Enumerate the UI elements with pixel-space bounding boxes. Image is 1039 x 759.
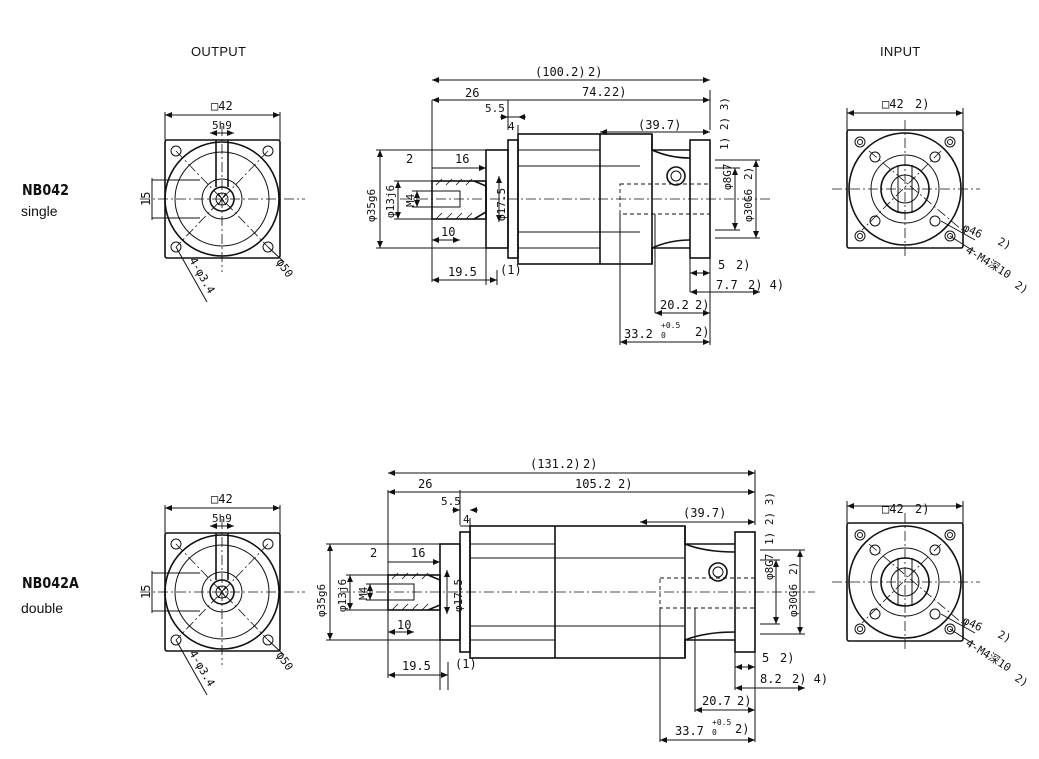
adapter-1: (39.7) <box>638 118 681 132</box>
d332-2: 33.7 <box>675 724 704 738</box>
flange-note-2: (1) <box>455 657 477 671</box>
input-face-view-1 <box>832 108 980 258</box>
shaft-tip-2: 2 <box>370 546 377 560</box>
shaft-d-2: φ13j6 <box>336 579 349 612</box>
in-holes-note-1: 2) <box>1012 279 1030 297</box>
side-view-1 <box>376 77 770 345</box>
in-square-label-2: □42 <box>882 502 904 516</box>
step1-2: 5.5 <box>441 495 461 508</box>
out-pilot-label-2: 15 <box>139 585 153 599</box>
model-name-2: NB042A <box>22 574 79 592</box>
adapter-2: (39.7) <box>683 506 726 520</box>
output-header: OUTPUT <box>191 44 247 59</box>
flange-note-1: (1) <box>500 263 522 277</box>
input-header: INPUT <box>880 44 921 59</box>
tol-up-1: +0.5 <box>661 321 680 330</box>
flange-end-1: 26 <box>465 86 479 100</box>
boss-d-2: φ17.5 <box>452 579 465 612</box>
out-holes-label-1: 4-φ3.4 <box>186 255 217 296</box>
d5-note-1: 2) <box>736 258 750 272</box>
input-pilot-note-2: 2) <box>787 562 800 575</box>
in-pcd-note-2: 2) <box>996 628 1014 645</box>
d202-note-1: 2) <box>695 298 709 312</box>
input-pilot-1: φ30G6 <box>742 189 755 222</box>
out-pcd-label-1: φ50 <box>274 256 296 280</box>
input-pilot-note-1: 2) <box>742 167 755 180</box>
overall-note-2: 2) <box>583 457 597 471</box>
overall-length-2: (131.2) <box>530 457 581 471</box>
d5-2: 5 <box>762 651 769 665</box>
out-pilot-label-1: 15 <box>139 192 153 206</box>
in-pcd-label-2: φ46 <box>961 614 985 634</box>
output-face-view-1 <box>140 112 305 302</box>
step2-1: 4 <box>508 120 515 133</box>
screw-1: M4 <box>404 193 417 207</box>
d5-note-2: 2) <box>780 651 794 665</box>
shaft-d-1: φ13j6 <box>384 185 397 218</box>
d77-2: 8.2 <box>760 672 782 686</box>
boss-d-1: φ17.5 <box>495 188 508 221</box>
in-pcd-note-1: 2) <box>996 235 1014 252</box>
d202-note-2: 2) <box>737 694 751 708</box>
in-square-label-1: □42 <box>882 97 904 111</box>
in-square-note-1: 2) <box>915 97 929 111</box>
out-key-label-2: 5h9 <box>212 512 232 525</box>
input-bore-1: φ8G7 <box>721 164 734 191</box>
d77-1: 7.7 <box>716 278 738 292</box>
d202-1: 20.2 <box>660 298 689 312</box>
body-length-2: 105.2 <box>575 477 611 491</box>
model-variant-1: single <box>21 203 58 219</box>
tol-lo-1: 0 <box>661 331 666 340</box>
step2-2: 4 <box>463 513 470 526</box>
flange-pos-2: 19.5 <box>402 659 431 673</box>
out-square-label-2: □42 <box>211 492 233 506</box>
body-length-1: 74.2 <box>582 85 611 99</box>
tol-up-2: +0.5 <box>712 718 731 727</box>
model-name-1: NB042 <box>22 181 70 199</box>
d5-1: 5 <box>718 258 725 272</box>
step1-1: 5.5 <box>485 102 505 115</box>
thread-depth-2: 10 <box>397 618 411 632</box>
input-pilot-2: φ30G6 <box>787 584 800 617</box>
overall-note-1: 2) <box>588 65 602 79</box>
pilot-d-1: φ35g6 <box>365 189 378 222</box>
out-holes-label-2: 4-φ3.4 <box>186 648 217 689</box>
d332-1: 33.2 <box>624 327 653 341</box>
screw-2: M4 <box>357 586 370 600</box>
notes-right-1: 1) 2) 3) <box>718 97 731 150</box>
side-view-2 <box>326 470 815 743</box>
input-bore-2: φ8G7 <box>763 554 776 581</box>
in-pcd-label-1: φ46 <box>961 221 985 241</box>
model-variant-2: double <box>21 600 64 616</box>
body-note-1: 2) <box>612 85 626 99</box>
body-note-2: 2) <box>618 477 632 491</box>
shaft-len-1: 16 <box>455 152 469 166</box>
d77-note-2: 2) 4) <box>792 672 828 686</box>
thread-depth-1: 10 <box>441 225 455 239</box>
shaft-len-2: 16 <box>411 546 425 560</box>
flange-pos-1: 19.5 <box>448 265 477 279</box>
notes-right-2: 1) 2) 3) <box>763 492 776 545</box>
out-square-label-1: □42 <box>211 99 233 113</box>
shaft-tip-1: 2 <box>406 152 413 166</box>
pilot-d-2: φ35g6 <box>315 584 328 617</box>
tol-lo-2: 0 <box>712 728 717 737</box>
d332-note-2: 2) <box>735 722 749 736</box>
d332-note-1: 2) <box>695 325 709 339</box>
input-face-view-2 <box>832 501 980 651</box>
in-holes-note-2: 2) <box>1012 672 1030 690</box>
out-pcd-label-2: φ50 <box>274 649 296 673</box>
in-square-note-2: 2) <box>915 502 929 516</box>
output-face-view-2 <box>140 505 305 695</box>
overall-length-1: (100.2) <box>535 65 586 79</box>
flange-end-2: 26 <box>418 477 432 491</box>
d77-note-1: 2) 4) <box>748 278 784 292</box>
out-key-label-1: 5h9 <box>212 119 232 132</box>
d202-2: 20.7 <box>702 694 731 708</box>
